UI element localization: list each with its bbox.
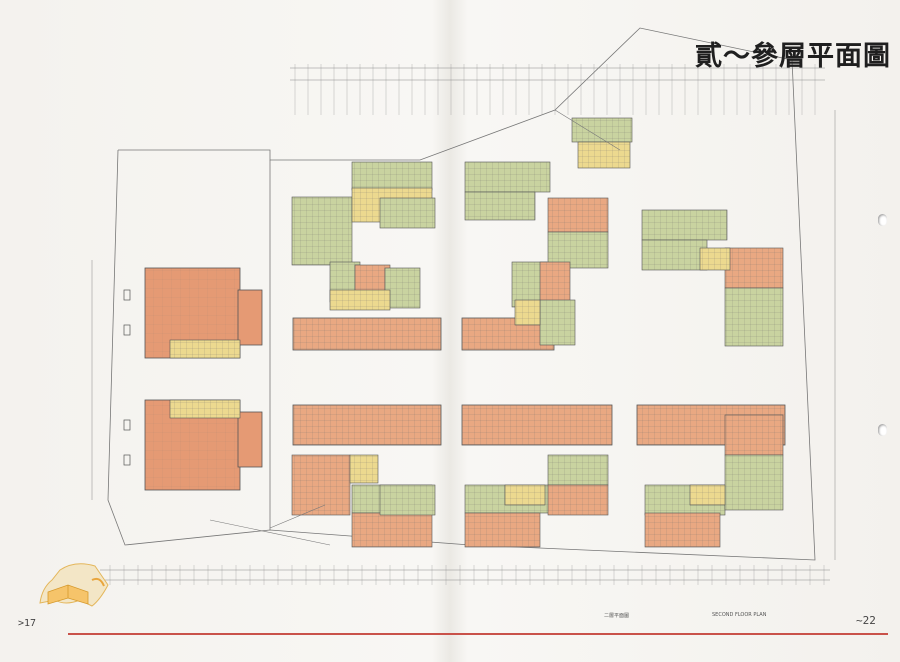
unit-partition-lines — [548, 485, 608, 515]
unit-partition-lines — [465, 513, 540, 547]
unit-partition-lines — [540, 262, 570, 302]
unit-partition-lines — [548, 455, 608, 485]
unit-partition-lines — [725, 288, 783, 346]
unit-cluster — [571, 117, 633, 169]
unit-partition-lines — [642, 240, 707, 270]
unit-partition-lines — [352, 162, 432, 190]
row-block-lower-mid — [461, 404, 613, 446]
drawing-caption-english: SECOND FLOOR PLAN — [712, 612, 767, 618]
unit-partition-lines — [572, 118, 632, 142]
unit-partition-lines — [465, 162, 550, 192]
unit-partition-lines — [645, 513, 720, 547]
drawing-caption: 二層平面圖 — [604, 613, 630, 619]
unit-partition-lines — [690, 485, 725, 505]
unit-cluster — [641, 209, 784, 347]
punch-hole-lower — [878, 424, 887, 436]
unit-partition-lines — [380, 485, 435, 515]
unit-partition-lines — [385, 268, 420, 308]
residential-unit-clusters — [291, 117, 784, 548]
unit-partition-lines — [352, 513, 432, 547]
unit-cluster — [291, 161, 436, 311]
unit-partition-lines — [350, 455, 378, 483]
left-stair-markers — [123, 289, 131, 466]
unit-partition-lines — [725, 415, 783, 455]
unit-cluster — [464, 161, 609, 346]
unit-partition-lines — [548, 198, 608, 232]
unit-partition-lines — [578, 142, 630, 168]
site-boundary — [107, 27, 816, 561]
unit-cluster — [464, 454, 609, 548]
unit-partition-lines — [292, 455, 350, 515]
unit-partition-lines — [540, 300, 575, 345]
dimension-lines — [91, 67, 836, 581]
dimension-ticks — [109, 64, 825, 585]
unit-partition-lines — [292, 197, 352, 265]
unit-partition-lines — [465, 192, 535, 220]
unit-partition-lines — [505, 485, 545, 505]
unit-partition-lines — [515, 300, 540, 325]
unit-partition-lines — [380, 198, 435, 228]
access-lines — [209, 109, 621, 546]
left-block-upper — [144, 267, 263, 359]
row-block-upper-left — [292, 317, 442, 351]
row-block-lower-left — [292, 404, 442, 446]
unit-partition-lines — [725, 455, 783, 510]
bottom-red-rule — [68, 633, 888, 635]
left-block-lower — [144, 399, 263, 491]
unit-cluster — [644, 414, 784, 548]
unit-partition-lines — [725, 248, 783, 288]
unit-partition-lines — [700, 248, 730, 270]
unit-cluster — [291, 454, 436, 548]
unit-partition-lines — [642, 210, 727, 240]
left-page-number: >17 — [18, 618, 37, 629]
drawing-title: 貳～參層平面圖 — [695, 41, 891, 72]
unit-partition-lines — [330, 290, 390, 310]
right-page-number: ~22 — [856, 614, 876, 627]
punch-hole-upper — [878, 214, 887, 226]
